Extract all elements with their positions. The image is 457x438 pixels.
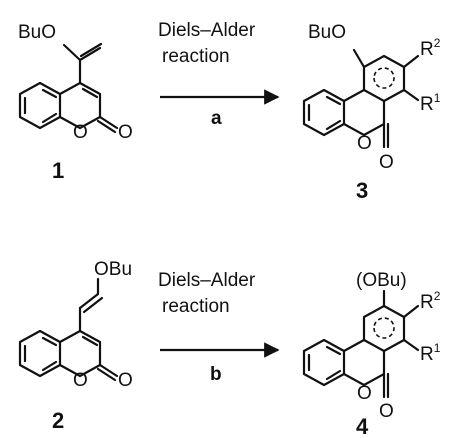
- compound-number-1: 1: [52, 158, 64, 183]
- reaction-b-step-label: b: [210, 364, 222, 385]
- product-3-r1-label: R1: [420, 91, 441, 115]
- reactant-2-obu-label: OBu: [94, 259, 132, 280]
- product-4-carbonyl-oxygen: O: [379, 401, 394, 422]
- reactant-1-ring-oxygen: O: [73, 122, 88, 143]
- reaction-a-caption-line2: reaction: [162, 46, 230, 67]
- reaction-a-caption-line1: Diels–Alder: [158, 20, 256, 41]
- product-3-carbonyl-oxygen: O: [379, 152, 394, 173]
- reactant-1-buo-label: BuO: [18, 22, 56, 43]
- reaction-b-caption-line1: Diels–Alder: [158, 270, 256, 291]
- product-4-obu-label: (OBu): [356, 270, 407, 291]
- product-4-r1-label: R1: [420, 341, 441, 365]
- product-3-buo-label: BuO: [308, 22, 346, 43]
- reactant-2-ring-oxygen: O: [73, 370, 88, 391]
- reactant-1-structure: [18, 42, 119, 134]
- reactant-1-carbonyl-oxygen: O: [118, 122, 133, 143]
- reaction-a-step-label: a: [211, 108, 222, 129]
- product-4-ring-oxygen: O: [357, 383, 372, 404]
- product-4-structure: [302, 289, 420, 399]
- product-4-r2-label: R2: [420, 289, 441, 313]
- reactant-2-carbonyl-oxygen: O: [118, 370, 133, 391]
- product-3-structure: [302, 48, 420, 149]
- product-3-ring-oxygen: O: [357, 133, 372, 154]
- compound-number-4: 4: [356, 414, 369, 438]
- compound-number-3: 3: [356, 178, 368, 203]
- reactant-2-structure: [18, 277, 119, 382]
- product-3-r2-label: R2: [420, 36, 441, 60]
- reaction-b-caption-line2: reaction: [162, 296, 230, 317]
- compound-number-2: 2: [52, 408, 64, 433]
